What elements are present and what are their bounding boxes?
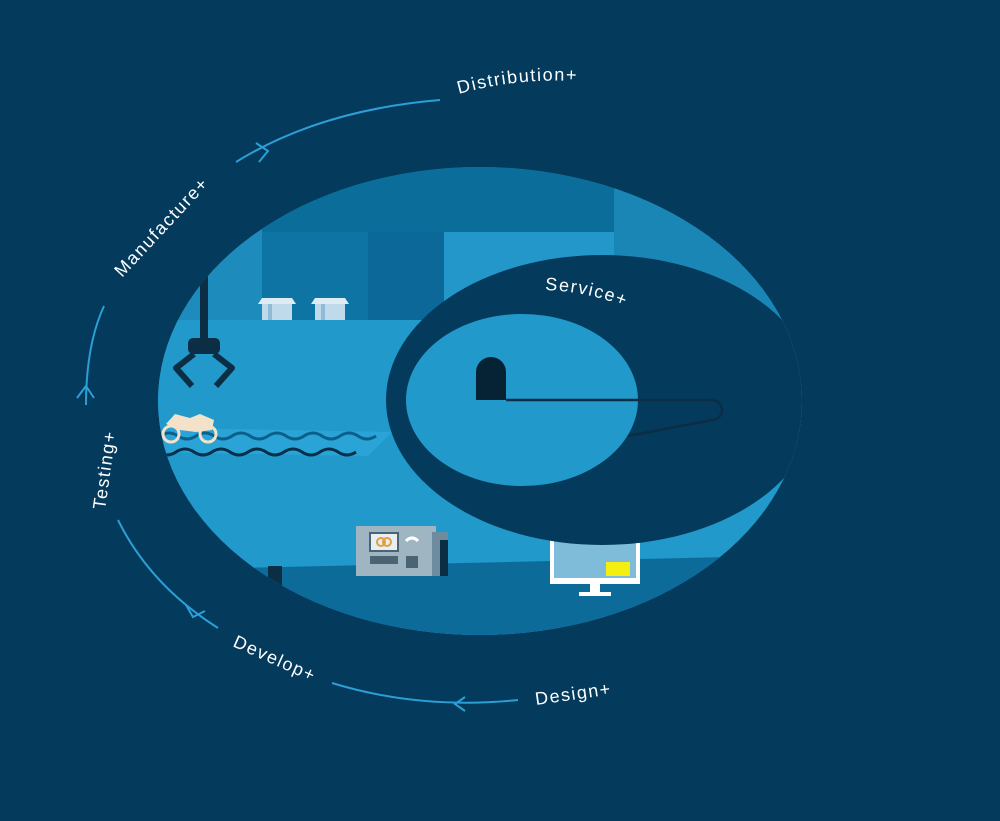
cycle-arc-manufacture-distribution [235,99,441,163]
arrow-to-manufacture-icon [76,384,95,399]
control-machine-icon [356,526,448,576]
box-icon [311,298,349,320]
screen-highlight [606,562,630,576]
arrow-to-distribution-icon [255,142,270,163]
arrow-to-develop-icon [453,696,466,712]
box-icon [258,298,296,320]
tunnel-icon [476,357,506,400]
factory-scene [158,167,802,635]
arrow-to-testing-icon [185,604,206,619]
cycle-arc-testing-manufacture [85,305,105,406]
cycle-ring [76,99,519,712]
service-track [506,398,724,438]
stage-label-testing: Testing+ [89,429,120,511]
stage-label-develop: Develop+ [230,631,319,685]
stage-label-distribution: Distribution+ [455,64,579,97]
cycle-arc-develop-testing [117,519,219,629]
stage-label-manufacture: Manufacture+ [110,173,212,281]
robotic-arm-icon [173,276,235,388]
motorcycle-icon [161,414,218,444]
stage-label-design: Design+ [534,678,613,709]
cycle-arc-design-develop [331,682,519,704]
conveyor-belt [158,428,392,457]
